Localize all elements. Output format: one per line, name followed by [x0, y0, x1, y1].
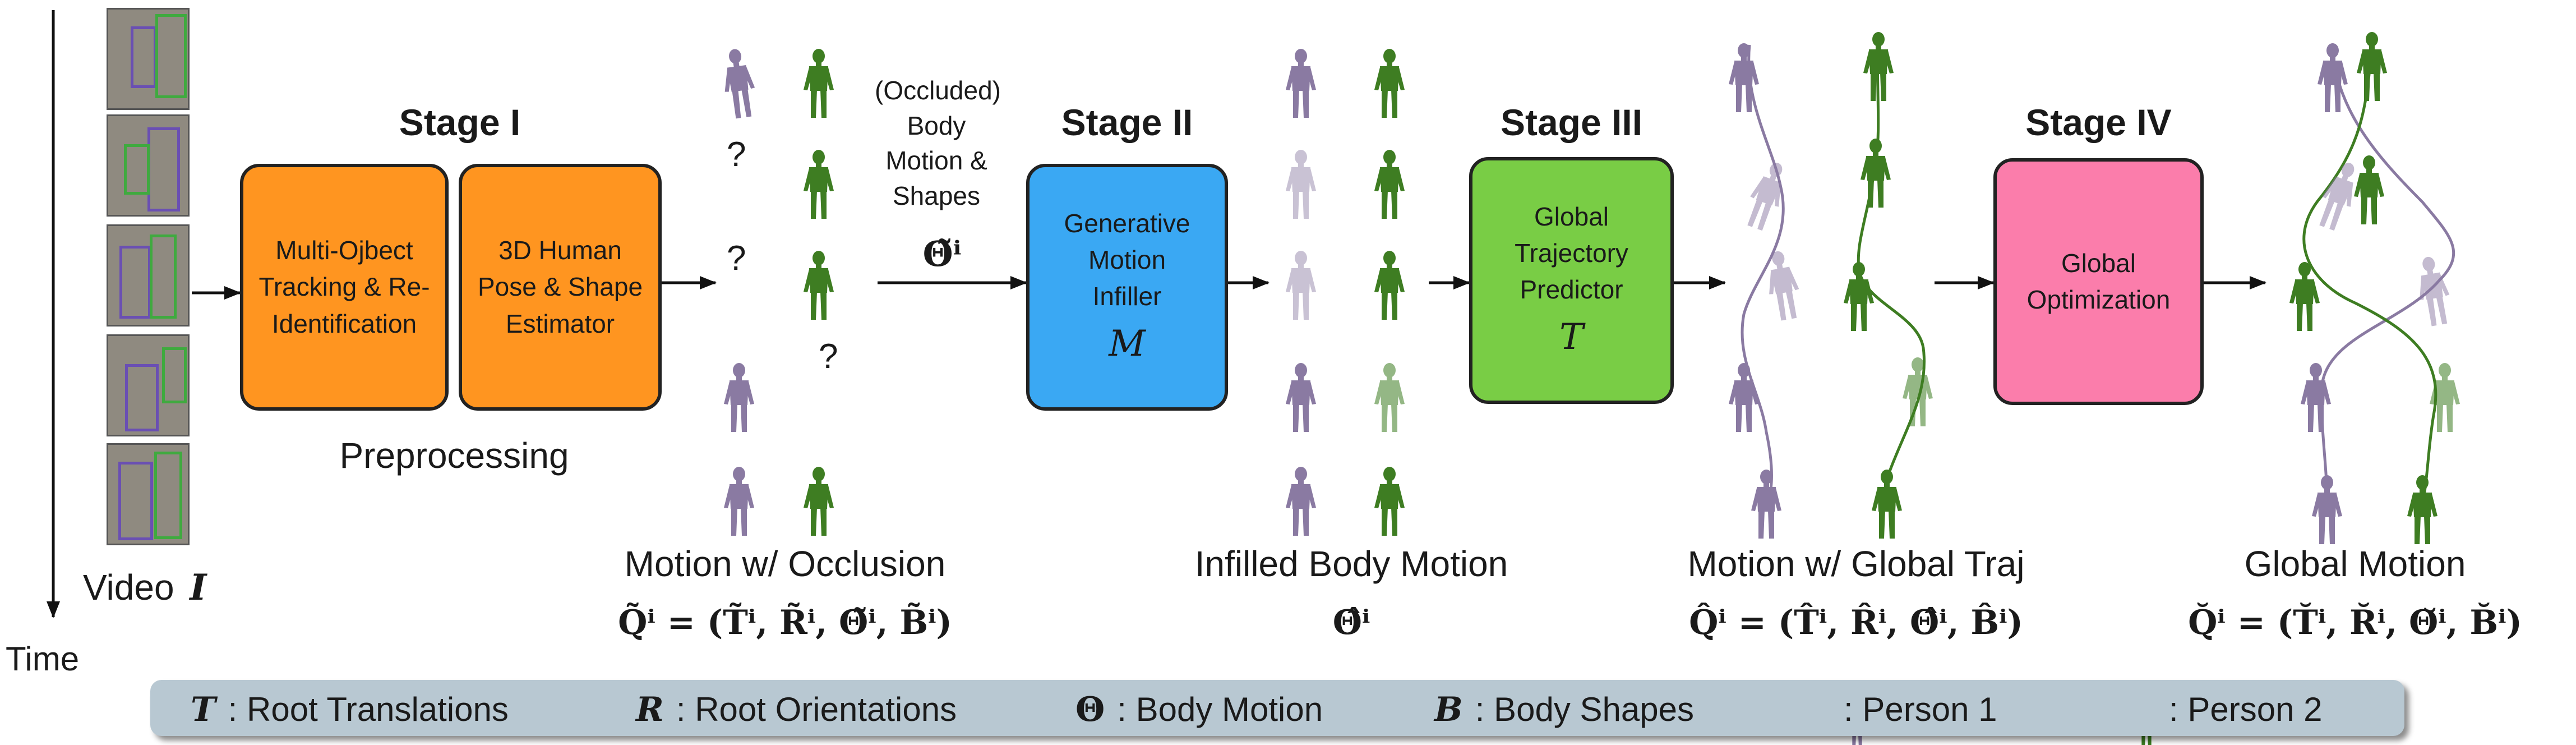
missing-frame-marker: ?: [727, 239, 746, 278]
stage-2-title: Stage II: [1061, 102, 1193, 143]
legend-item-body-motion: Θ : Body Motion: [1075, 690, 1323, 729]
person-2-icon: [1861, 139, 1891, 208]
person-1-icon: [1741, 158, 1793, 233]
motion-infiller-box: Generative Motion Infiller M: [1026, 164, 1228, 411]
legend-item-body-shapes: B : Body Shapes: [1434, 690, 1694, 729]
video-frame: [107, 8, 190, 110]
stage-3-title: Stage III: [1500, 102, 1643, 143]
person-1-icon: [2312, 475, 2342, 544]
global-trajectory-person-2: [2302, 44, 2437, 505]
person-2-icon: [1903, 357, 1933, 426]
legend-bar: T : Root Translations R : Root Orientation…: [150, 680, 2404, 736]
legend-label: : Body Motion: [1117, 691, 1323, 728]
person-2-icon: [804, 251, 834, 320]
occluded-label: (Occluded) Body Motion & Shapes: [875, 76, 1001, 210]
person-1-icon: [724, 467, 754, 536]
legend-symbol: Θ: [1075, 690, 1105, 729]
legend-label: : Root Translations: [228, 691, 509, 728]
legend-symbol: R: [636, 690, 664, 729]
formula-motion-occlusion: Q̃ⁱ = (T̃ⁱ, R̃ⁱ, Θ̃ⁱ, B̃ⁱ): [618, 603, 952, 642]
person-1-icon: [1286, 467, 1316, 536]
person-2-icon: [2430, 363, 2460, 432]
person-2-icon: [2357, 32, 2387, 101]
legend-label: : Person 2: [2169, 691, 2323, 728]
pose-estimator-box: 3D Human Pose & Shape Estimator: [459, 164, 662, 411]
person-2-icon: [2354, 155, 2384, 224]
caption-global-motion: Global Motion: [2244, 544, 2466, 584]
person-2-icon: [1374, 363, 1405, 432]
person-2-icon: [1374, 251, 1405, 320]
caption-global-traj: Motion w/ Global Traj: [1687, 544, 2025, 584]
person-1-icon: [1286, 363, 1316, 432]
pipeline-arrows: [192, 276, 2266, 300]
video-label-text: Video: [83, 567, 174, 608]
person-2-icon: [1374, 150, 1405, 219]
formula-infilled-motion: Θ̂ⁱ: [1332, 603, 1370, 642]
person-2-icon: [804, 467, 834, 536]
person-1-icon: [1286, 251, 1316, 320]
person-1-icon: [1286, 150, 1316, 219]
legend-symbol: T: [191, 690, 216, 729]
video-label: Video I: [83, 567, 206, 609]
global-traj-curves: [1741, 33, 1926, 506]
person-2-icon: [804, 49, 834, 118]
stage-4-title: Stage IV: [2025, 102, 2172, 143]
global-optimization-box: Global Optimization: [1993, 158, 2204, 405]
tracking-box: Multi-Ojbect Tracking & Re-Identificatio…: [240, 164, 449, 411]
tracking-box-label: Multi-Ojbect Tracking & Re-Identificatio…: [258, 236, 430, 338]
global-optimization-label: Global Optimization: [2026, 248, 2171, 314]
pose-estimator-label: 3D Human Pose & Shape Estimator: [477, 236, 643, 338]
caption-infilled-motion: Infilled Body Motion: [1194, 544, 1508, 584]
preprocessing-label: Preprocessing: [339, 435, 569, 476]
caption-motion-occlusion: Motion w/ Occlusion: [624, 544, 946, 584]
person-1-icon: [2318, 43, 2348, 112]
trajectory-predictor-box: Global Trajectory Predictor T: [1469, 157, 1674, 404]
person-1-icon: [1751, 470, 1781, 539]
video-frame: [107, 334, 190, 436]
trajectory-person-1: [1741, 44, 1785, 506]
person-1-icon: [719, 47, 759, 120]
person-2-icon: [1374, 49, 1405, 118]
person-1-icon: [724, 363, 754, 432]
legend-item-person-1: : Person 1: [1844, 690, 1997, 729]
person-1-icon: [1729, 363, 1759, 432]
time-label: Time: [6, 640, 80, 678]
person-1-icon: [2412, 254, 2455, 328]
person-2-icon: [804, 150, 834, 219]
missing-frame-marker: ?: [727, 135, 746, 174]
occluded-symbol: Θ̃ⁱ: [922, 233, 962, 274]
person-2-icon: [1844, 262, 1874, 331]
motion-infiller-symbol: M: [1109, 323, 1146, 365]
legend-symbol: B: [1434, 690, 1463, 729]
trajectory-predictor-label: Global Trajectory Predictor: [1515, 201, 1628, 305]
video-frame: [107, 114, 190, 217]
legend-label: : Root Orientations: [676, 691, 957, 728]
person-2-icon: [1872, 470, 1902, 539]
video-frame: [107, 443, 190, 545]
stage-1-title: Stage I: [399, 102, 521, 143]
video-symbol: I: [190, 567, 207, 609]
formula-global-traj: Q̂ⁱ = (T̂ⁱ, R̂ⁱ, Θ̂ⁱ, B̂ⁱ): [1689, 603, 2023, 642]
trajectory-predictor-symbol: T: [1559, 316, 1584, 358]
person-1-icon: [1286, 49, 1316, 118]
missing-frame-marker: ?: [819, 337, 838, 376]
legend-label: : Person 1: [1844, 691, 1997, 728]
person-2-icon: [2407, 475, 2437, 544]
legend-item-translations: T : Root Translations: [191, 690, 509, 729]
formula-global-motion: Q̆ⁱ = (T̆ⁱ, R̆ⁱ, Θ̆ⁱ, B̆ⁱ): [2188, 603, 2522, 642]
video-frame: [107, 224, 190, 326]
legend-item-orientations: R : Root Orientations: [636, 690, 957, 729]
motion-infiller-label: Generative Motion Infiller: [1064, 208, 1190, 311]
person-2-icon: [1374, 467, 1405, 536]
legend-item-person-2: : Person 2: [2169, 690, 2323, 729]
legend-label: : Body Shapes: [1475, 691, 1694, 728]
